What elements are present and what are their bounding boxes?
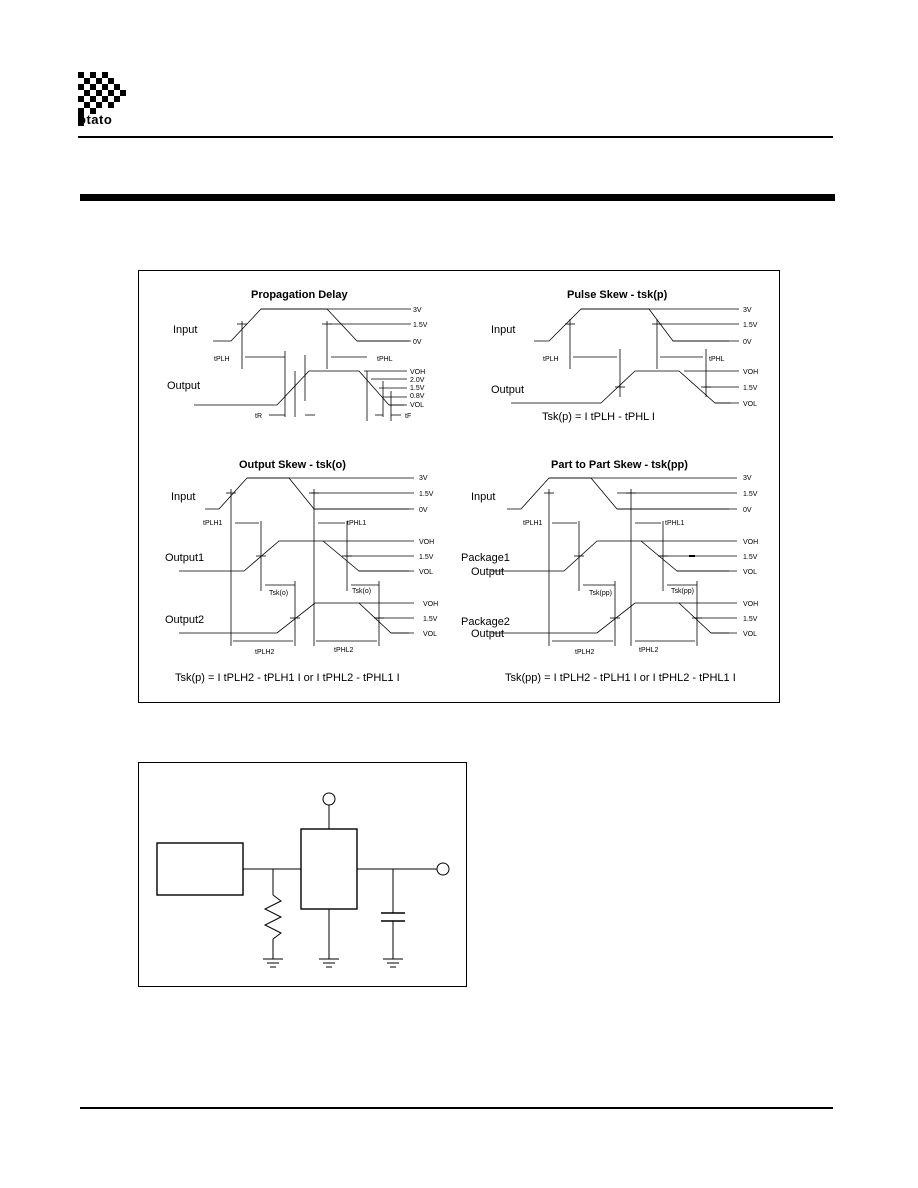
prop-08v: 0.8V [410, 393, 425, 400]
oskew-tsk1: Tsk(o) [269, 590, 288, 597]
pulse-generator-box [156, 842, 244, 896]
oskew-tphl1: tPHL1 [347, 520, 367, 527]
pskew-15v-1: 1.5V [743, 554, 758, 561]
vcc-terminal-icon [322, 792, 336, 806]
oskew-output1-label: Output1 [165, 552, 204, 564]
prop-15v: 1.5V [413, 322, 428, 329]
oskew-tplh1: tPLH1 [203, 520, 223, 527]
oskew-voh1: VOH [419, 539, 434, 546]
prop-tphl: tPHL [377, 356, 393, 363]
pulse-skew-panel: Pulse Skew - tsk(p) Input Output 3V 1.5V… [491, 289, 758, 423]
dut-box [300, 828, 358, 910]
pulse-formula: Tsk(p) = I tPLH - tPHL I [542, 411, 655, 423]
oskew-15v-2: 1.5V [423, 616, 438, 623]
test-circuit [156, 792, 450, 968]
pskew-input-label: Input [471, 491, 495, 503]
oskew-vol2: VOL [423, 631, 437, 638]
oskew-tsk2: Tsk(o) [352, 588, 371, 595]
prop-vol: VOL [410, 402, 424, 409]
prop-0v: 0V [413, 339, 422, 346]
pskew-pkg1-sub: Output [471, 566, 504, 578]
timing-diagrams: Propagation Delay Input Output 3V 1.5V 0… [165, 289, 758, 684]
logo-text: otato [78, 112, 113, 127]
prop-output-label: Output [167, 380, 200, 392]
header-rule [78, 136, 833, 138]
propagation-delay-panel: Propagation Delay Input Output 3V 1.5V 0… [167, 289, 428, 421]
pskew-0v: 0V [743, 507, 752, 514]
oskew-3v: 3V [419, 475, 428, 482]
pskew-voh1: VOH [743, 539, 758, 546]
pulse-voh: VOH [743, 369, 758, 376]
part-skew-title: Part to Part Skew - tsk(pp) [551, 459, 688, 471]
output-skew-title: Output Skew - tsk(o) [239, 459, 346, 471]
pulse-title: Pulse Skew - tsk(p) [567, 289, 668, 301]
output-terminal-icon [436, 862, 450, 876]
prop-input-label: Input [173, 324, 197, 336]
prop-15v-b: 1.5V [410, 385, 425, 392]
prop-title: Propagation Delay [251, 289, 348, 301]
pskew-tsk1: Tsk(pp) [589, 590, 612, 597]
oskew-output2-label: Output2 [165, 614, 204, 626]
prop-voh: VOH [410, 369, 425, 376]
pulse-tphl: tPHL [709, 356, 725, 363]
pskew-15v-2: 1.5V [743, 616, 758, 623]
prop-20v: 2.0V [410, 377, 425, 384]
pskew-tphl1: tPHL1 [665, 520, 685, 527]
prop-tr: tR [255, 413, 262, 420]
ground-icon [319, 958, 339, 968]
pulse-input-label: Input [491, 324, 515, 336]
pulse-0v: 0V [743, 339, 752, 346]
pskew-tplh1: tPLH1 [523, 520, 543, 527]
oskew-formula: Tsk(p) = I tPLH2 - tPLH1 I or I tPHL2 - … [175, 672, 400, 684]
resistor-icon [263, 894, 283, 940]
pskew-pkg1-label: Package1 [461, 552, 510, 564]
company-logo [78, 72, 126, 126]
pskew-vol1: VOL [743, 569, 757, 576]
oskew-input-label: Input [171, 491, 195, 503]
pskew-vol2: VOL [743, 631, 757, 638]
ground-icon [383, 958, 403, 968]
oskew-0v: 0V [419, 507, 428, 514]
oskew-15v-1: 1.5V [419, 554, 434, 561]
oskew-tplh2: tPLH2 [255, 649, 275, 656]
timing-diagrams-box: Propagation Delay Input Output 3V 1.5V 0… [138, 270, 780, 703]
pulse-15v-b: 1.5V [743, 385, 758, 392]
pskew-tphl2: tPHL2 [639, 647, 659, 654]
section-bar [80, 194, 835, 201]
pskew-3v: 3V [743, 475, 752, 482]
pskew-pkg2-sub: Output [471, 628, 504, 640]
part-skew-panel: Part to Part Skew - tsk(pp) Input Packag… [461, 459, 758, 684]
test-circuit-box [138, 762, 467, 987]
pulse-3v: 3V [743, 307, 752, 314]
pulse-vol: VOL [743, 401, 757, 408]
pskew-tplh2: tPLH2 [575, 649, 595, 656]
prop-tplh: tPLH [214, 356, 230, 363]
output-skew-panel: Output Skew - tsk(o) Input Output1 Outpu… [165, 459, 438, 684]
pulse-15v: 1.5V [743, 322, 758, 329]
footer-rule [80, 1107, 833, 1109]
pulse-tplh: tPLH [543, 356, 559, 363]
pskew-formula: Tsk(pp) = I tPLH2 - tPLH1 I or I tPHL2 -… [505, 672, 736, 684]
pskew-tsk2: Tsk(pp) [671, 588, 694, 595]
prop-3v: 3V [413, 307, 422, 314]
oskew-tphl2: tPHL2 [334, 647, 354, 654]
ground-icon [263, 958, 283, 968]
pulse-output-label: Output [491, 384, 524, 396]
oskew-voh2: VOH [423, 601, 438, 608]
oskew-15v: 1.5V [419, 491, 434, 498]
pskew-pkg2-label: Package2 [461, 616, 510, 628]
prop-tf: tF [405, 413, 411, 420]
pskew-voh2: VOH [743, 601, 758, 608]
pskew-15v: 1.5V [743, 491, 758, 498]
oskew-vol1: VOL [419, 569, 433, 576]
